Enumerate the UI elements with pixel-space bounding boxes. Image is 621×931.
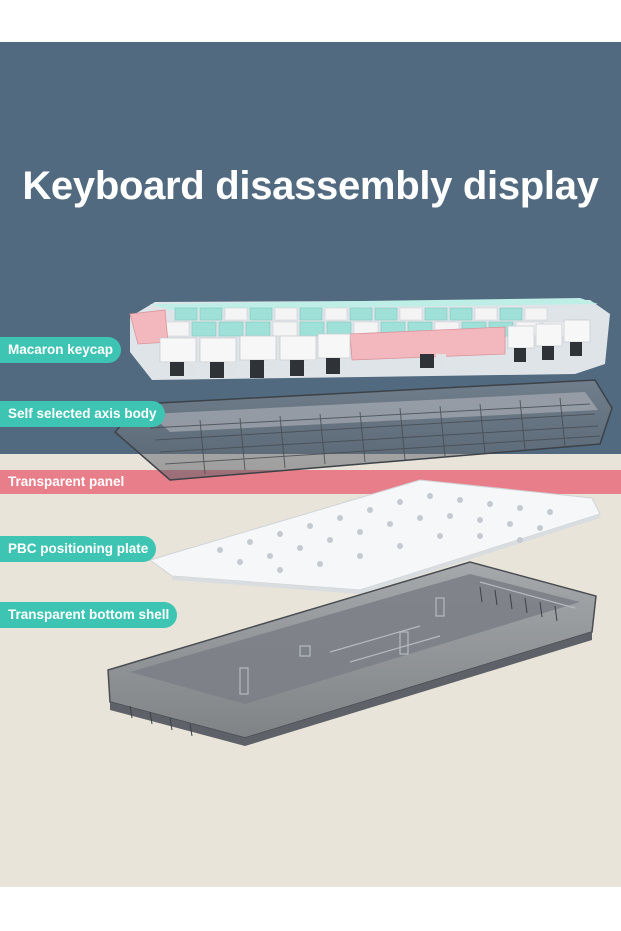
bottom-shell-layer: [107, 561, 597, 746]
transparent-frame-layer: [113, 379, 613, 481]
label-pbc-positioning-plate: PBC positioning plate: [0, 536, 157, 562]
label-transparent-bottom-shell: Transparent bottom shell: [0, 602, 178, 628]
label-macaron-keycap: Macaron keycap: [0, 337, 122, 363]
keycap-layer: [129, 298, 610, 380]
exploded-keyboard-illustration: [107, 298, 613, 746]
page-title: Keyboard disassembly display: [22, 164, 599, 208]
label-self-selected-axis-body: Self selected axis body: [0, 401, 165, 427]
pcb-plate-layer: [148, 479, 601, 594]
label-transparent-panel: Transparent panel: [8, 474, 125, 489]
product-image-frame: Keyboard disassembly display Macaron key…: [0, 42, 621, 887]
